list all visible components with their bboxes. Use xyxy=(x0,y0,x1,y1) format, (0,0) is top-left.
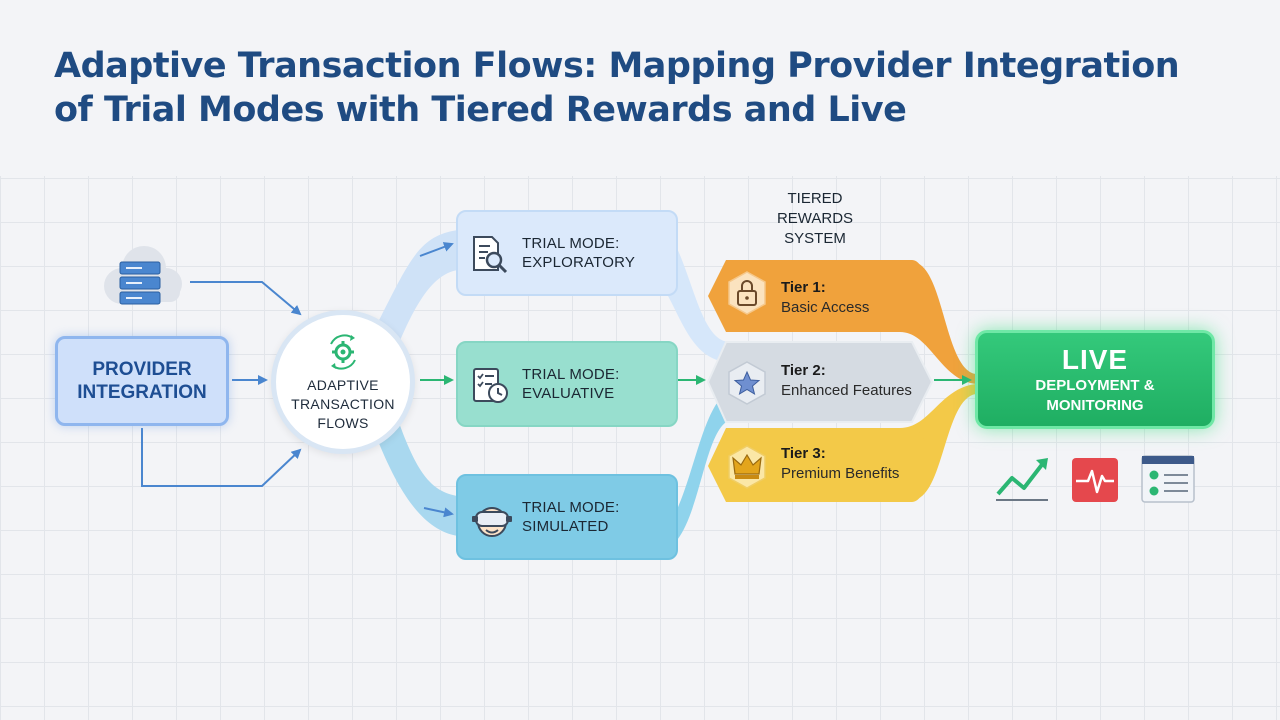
title-line-1: Adaptive Transaction Flows: Mapping Prov… xyxy=(54,46,1180,86)
trial-exploratory-label: TRIAL MODE: EXPLORATORY xyxy=(522,234,635,272)
tiered-heading-line-3: SYSTEM xyxy=(784,230,846,247)
trial-exploratory-line-1: TRIAL MODE: xyxy=(522,235,620,252)
lock-icon xyxy=(728,271,766,315)
adaptive-flows-hub: ADAPTIVE TRANSACTION FLOWS xyxy=(271,310,415,454)
title-band xyxy=(0,0,1280,176)
tier-1-shape xyxy=(708,260,934,332)
trend-up-icon xyxy=(996,458,1048,501)
trial-simulated-label: TRIAL MODE: SIMULATED xyxy=(522,498,620,536)
live-title: LIVE xyxy=(1061,343,1129,375)
live-subtitle-line-2: MONITORING xyxy=(1046,396,1144,414)
trial-simulated-line-1: TRIAL MODE: xyxy=(522,499,620,516)
tier-3-label: Tier 3: Premium Benefits xyxy=(781,444,899,484)
heartbeat-monitor-icon xyxy=(1072,458,1118,502)
provider-label-line-2: INTEGRATION xyxy=(77,382,207,403)
star-icon xyxy=(728,361,766,405)
tier-3-desc: Premium Benefits xyxy=(781,465,900,482)
checklist-clock-icon xyxy=(473,368,508,403)
hub-label-line-2: TRANSACTION xyxy=(291,395,395,412)
trial-evaluative-line-2: EVALUATIVE xyxy=(522,385,615,402)
checklist-window-icon xyxy=(1141,455,1195,503)
provider-integration-node: PROVIDER INTEGRATION xyxy=(55,336,229,426)
arrow-cloud-hub xyxy=(190,281,302,316)
tiered-heading-line-2: REWARDS xyxy=(776,210,854,227)
page-title: Adaptive Transaction Flows: Mapping Prov… xyxy=(54,44,1234,132)
title-line-2: of Trial Modes with Tiered Rewards and L… xyxy=(54,90,907,130)
ribbon-hub-exploratory xyxy=(374,230,458,350)
tier-3-name: Tier 3: xyxy=(781,445,826,462)
provider-label-line-1: PROVIDER xyxy=(92,359,192,380)
tier-1-label: Tier 1: Basic Access xyxy=(781,278,869,318)
arrow-provider-bottom-hub xyxy=(141,428,302,487)
trial-simulated-line-2: SIMULATED xyxy=(522,518,609,535)
arrow-hub-exploratory xyxy=(419,242,454,257)
ribbon-simulated-tier2 xyxy=(630,390,730,552)
tier-3-shape xyxy=(708,428,934,502)
hub-label-line-3: FLOWS xyxy=(317,414,369,431)
tiered-heading-line-1: TIERED xyxy=(787,190,843,207)
trial-mode-exploratory: TRIAL MODE: EXPLORATORY xyxy=(456,210,678,296)
tier-1-name: Tier 1: xyxy=(781,279,826,296)
live-subtitle-line-1: DEPLOYMENT & xyxy=(1035,376,1155,394)
trial-evaluative-label: TRIAL MODE: EVALUATIVE xyxy=(522,365,620,403)
tier-2-name: Tier 2: xyxy=(781,362,826,379)
arrow-hub-simulated xyxy=(423,507,454,518)
tier-2-desc: Enhanced Features xyxy=(781,382,912,399)
document-search-icon xyxy=(473,236,508,274)
cycle-gear-icon xyxy=(330,333,356,370)
live-deployment-node: LIVE DEPLOYMENT & MONITORING xyxy=(975,330,1215,429)
tier-2-shape xyxy=(706,341,934,423)
cloud-server-icon xyxy=(104,246,182,305)
tier-1-desc: Basic Access xyxy=(781,299,870,316)
provider-label: PROVIDER INTEGRATION xyxy=(77,358,206,404)
vr-headset-icon xyxy=(472,507,512,537)
trial-evaluative-line-1: TRIAL MODE: xyxy=(522,366,620,383)
hub-label-line-1: ADAPTIVE xyxy=(307,376,379,393)
trial-mode-simulated: TRIAL MODE: SIMULATED xyxy=(456,474,678,560)
trial-mode-evaluative: TRIAL MODE: EVALUATIVE xyxy=(456,341,678,427)
tiered-rewards-heading: TIERED REWARDS SYSTEM xyxy=(755,189,875,249)
ribbon-hub-simulated xyxy=(376,420,458,536)
tier-2-label: Tier 2: Enhanced Features xyxy=(781,361,912,401)
trial-exploratory-line-2: EXPLORATORY xyxy=(522,254,636,271)
crown-icon xyxy=(728,445,766,489)
